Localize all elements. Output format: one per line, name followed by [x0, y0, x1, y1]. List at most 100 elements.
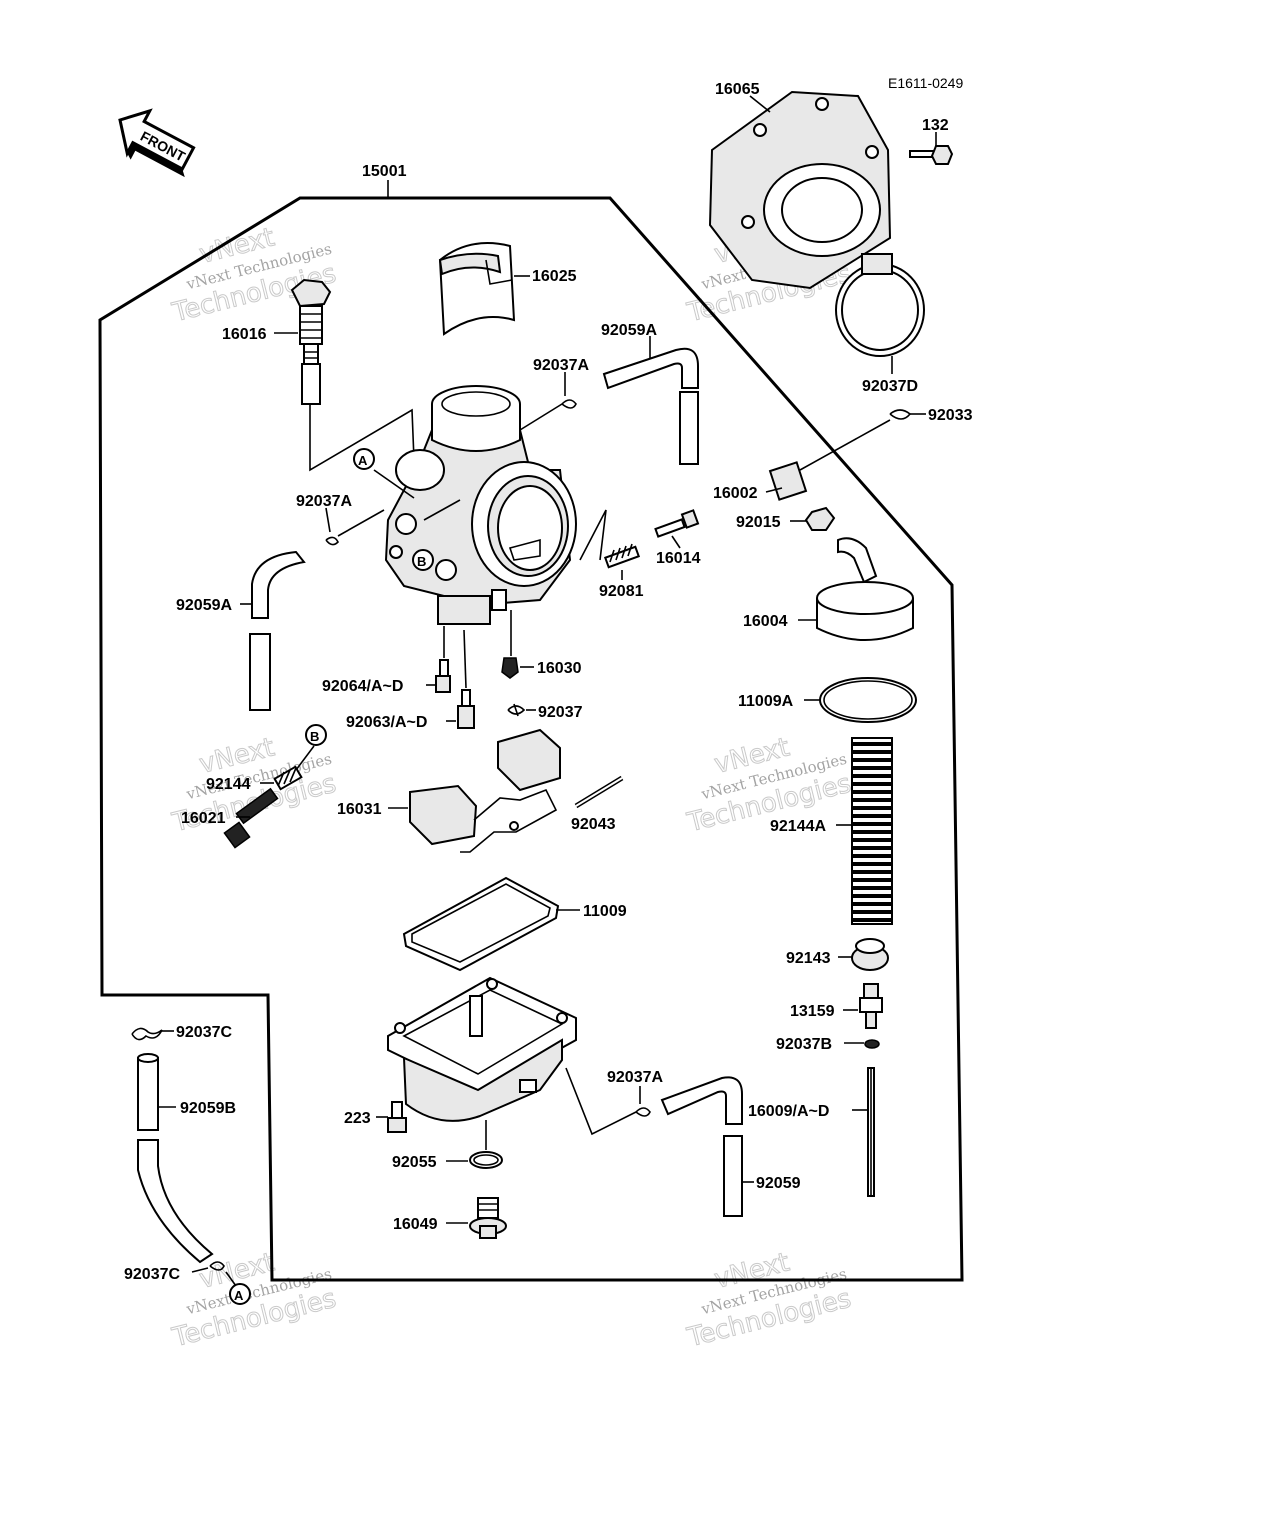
part-label: 92037B [776, 1036, 832, 1053]
leader-line [295, 745, 315, 771]
part-label: 92144A [770, 818, 826, 835]
spring-92144 [273, 765, 303, 791]
main-jet-92063 [457, 689, 475, 729]
leader-line [749, 95, 771, 113]
spring-92081 [603, 543, 641, 569]
leader-line [579, 509, 607, 561]
needle-valve-16030 [501, 657, 519, 679]
part-label: 92055 [392, 1154, 437, 1171]
part-label: 92015 [736, 514, 781, 531]
clip-92033 [889, 409, 912, 420]
assembly-label: 15001 [362, 163, 407, 180]
hose-92059A-top [602, 347, 699, 465]
part-label: 92064/A~D [322, 678, 403, 695]
leader-line [309, 404, 415, 472]
part-label: 16025 [532, 268, 577, 285]
part-label: 92059B [180, 1100, 236, 1117]
part-label: 92037C [176, 1024, 232, 1041]
part-label: 11009 [583, 903, 627, 920]
clip-92037 [507, 703, 526, 717]
part-label: 92081 [599, 583, 644, 600]
part-label: 11009A [738, 693, 794, 710]
leader-line [191, 1267, 209, 1273]
leader-line [519, 403, 563, 431]
part-label: 92037A [607, 1069, 663, 1086]
leader-line [373, 469, 415, 499]
part-label: 92059A [176, 597, 232, 614]
o-ring-inner [823, 680, 913, 720]
clip-92037A [635, 1107, 651, 1117]
hose-92059 [660, 1076, 743, 1217]
clip-92037B [864, 1039, 880, 1049]
throttle-valve-16025 [438, 242, 516, 336]
leader-line [423, 499, 461, 521]
pilot-screw-16021 [223, 787, 279, 849]
assembly-boundary [98, 196, 964, 1282]
part-label: 92059 [756, 1175, 801, 1192]
carburetor-body [384, 385, 577, 625]
clip-92037A [561, 399, 577, 409]
float-bowl [387, 976, 577, 1122]
part-label: 92037D [862, 378, 918, 395]
svg-text:A: A [234, 1288, 244, 1303]
svg-text:A: A [358, 453, 368, 468]
needle-holder-13159 [859, 983, 883, 1029]
leader-line [671, 535, 681, 549]
svg-text:B: B [417, 554, 426, 569]
callout-b: B [412, 549, 434, 571]
part-label: 92059A [601, 322, 657, 339]
clip-92037A [325, 536, 339, 546]
part-label: 92043 [571, 816, 616, 833]
callout-b: B [305, 724, 327, 746]
part-label: 16009/A~D [748, 1103, 829, 1120]
part-label: 16004 [743, 613, 788, 630]
cable-adjuster-16002 [768, 461, 808, 501]
part-label: 16031 [337, 801, 382, 818]
watermark: vNext vNext Technologies Technologies [683, 732, 854, 839]
part-label: 16021 [181, 810, 226, 827]
callout-a: A [229, 1283, 251, 1305]
jet-needle-16009 [867, 1067, 875, 1197]
float-16031 [409, 728, 561, 853]
air-screw-16014 [654, 509, 700, 538]
clip-92037C [209, 1261, 225, 1271]
front-arrow-icon: FRONT [118, 108, 196, 178]
part-label: 92037C [124, 1266, 180, 1283]
diagram-reference: E1611-0249 [888, 75, 963, 91]
svg-text:B: B [310, 729, 319, 744]
pilot-jet-92064 [435, 659, 451, 693]
part-label: 16002 [713, 485, 758, 502]
o-ring-11009A [819, 677, 917, 723]
leader-line [799, 419, 891, 471]
spring-92144A [851, 737, 893, 925]
hose-92059A-left [249, 550, 306, 711]
part-label: 92037A [296, 493, 352, 510]
hose-92059B [137, 1053, 214, 1264]
drain-plug-16049 [469, 1197, 507, 1239]
clip-92037C [131, 1027, 163, 1041]
part-label: 16049 [393, 1216, 438, 1233]
part-label: 92144 [206, 776, 251, 793]
leader-line [765, 487, 783, 493]
part-label: 92033 [928, 407, 973, 424]
part-label: 16014 [656, 550, 701, 567]
part-label: 92063/A~D [346, 714, 427, 731]
part-label: 132 [922, 117, 949, 134]
hose-clamp-92037D [835, 253, 925, 357]
leader-line [225, 1271, 237, 1287]
top-cap-16004 [816, 537, 914, 641]
part-label: 16030 [537, 660, 582, 677]
nut-92015 [804, 506, 836, 531]
part-label: 223 [344, 1110, 371, 1127]
leader-line [565, 1067, 637, 1136]
leader-line [325, 507, 331, 533]
part-label: 16016 [222, 326, 267, 343]
part-label: 92037 [538, 704, 583, 721]
starter-plunger-16016 [290, 278, 332, 405]
spring-seat-92143 [851, 938, 889, 971]
intake-manifold [708, 90, 892, 290]
bolt-132 [909, 145, 954, 165]
callout-a: A [353, 448, 375, 470]
part-label: 16065 [715, 81, 760, 98]
